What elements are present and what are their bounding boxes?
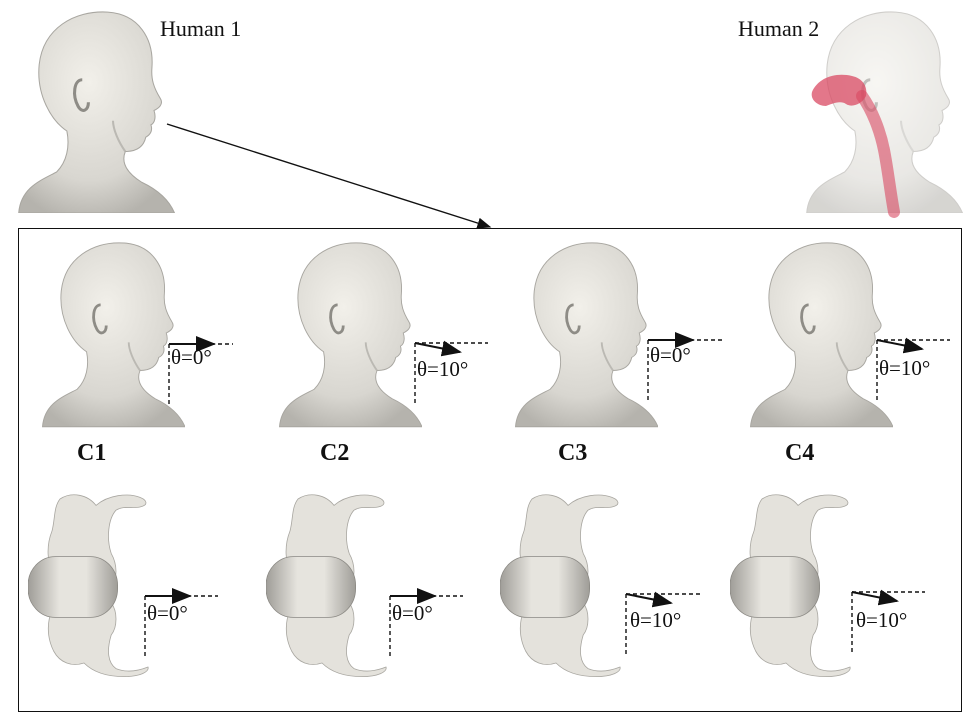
case-label-c4: C4 [785,440,814,467]
human2-label: Human 2 [738,16,819,42]
case-label-c3: C3 [558,440,587,467]
cases-frame [18,228,962,712]
human1-label: Human 1 [160,16,241,42]
top-angle-c1: θ=0° [147,601,188,626]
case-label-c2: C2 [320,440,349,467]
top-angle-c2: θ=0° [392,601,433,626]
connector-arrow [167,124,490,227]
top-angle-c3: θ=10° [630,608,681,633]
human1-model [19,12,175,213]
side-angle-c1: θ=0° [171,345,212,370]
top-angle-c4: θ=10° [856,608,907,633]
side-angle-c2: θ=10° [417,357,468,382]
side-angle-c3: θ=0° [650,343,691,368]
side-angle-c4: θ=10° [879,356,930,381]
case-label-c1: C1 [77,440,106,467]
